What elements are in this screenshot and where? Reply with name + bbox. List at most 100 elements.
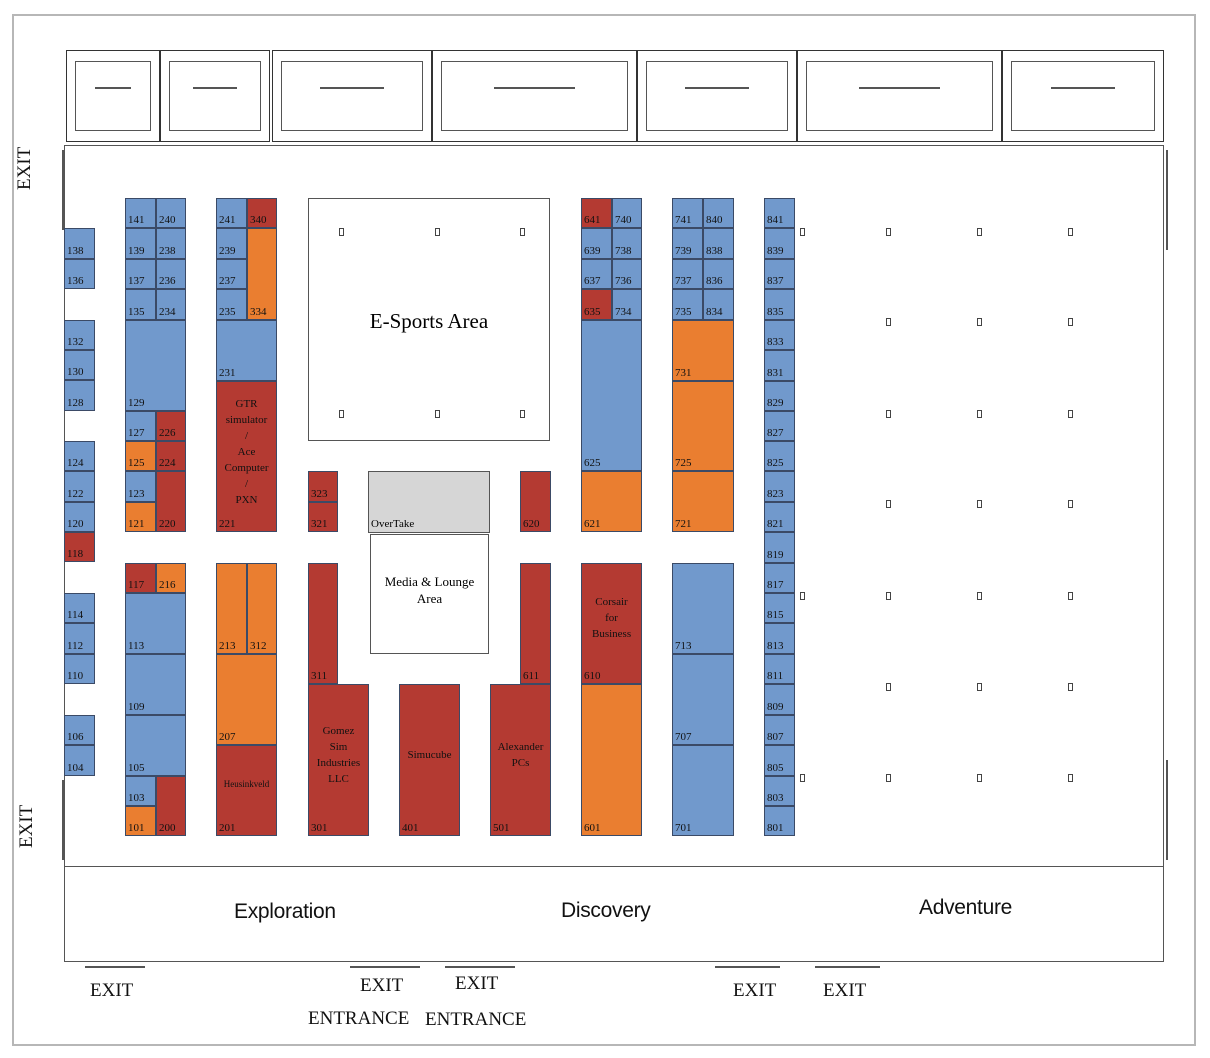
booth-121[interactable]: 121 — [125, 502, 156, 532]
booth-817[interactable]: 817 — [764, 563, 795, 593]
booth-803[interactable]: 803 — [764, 776, 795, 806]
overtake-area[interactable]: OverTake — [368, 471, 490, 533]
booth-838[interactable]: 838 — [703, 228, 734, 259]
booth-240[interactable]: 240 — [156, 198, 186, 228]
booth-137[interactable]: 137 — [125, 259, 156, 289]
booth-120[interactable]: 120 — [64, 502, 95, 532]
booth-739[interactable]: 739 — [672, 228, 703, 259]
booth-637[interactable]: 637 — [581, 259, 612, 289]
booth-805[interactable]: 805 — [764, 745, 795, 776]
booth-701[interactable]: 701 — [672, 745, 734, 836]
booth-235[interactable]: 235 — [216, 289, 247, 320]
booth-239[interactable]: 239 — [216, 228, 247, 259]
booth-110[interactable]: 110 — [64, 654, 95, 684]
booth-128[interactable]: 128 — [64, 380, 95, 411]
booth-136[interactable]: 136 — [64, 259, 95, 289]
booth-123[interactable]: 123 — [125, 471, 156, 502]
booth-736[interactable]: 736 — [612, 259, 642, 289]
booth-113[interactable]: 113 — [125, 593, 186, 654]
booth-735[interactable]: 735 — [672, 289, 703, 320]
booth-401[interactable]: Simucube 401 — [399, 684, 460, 836]
booth-707[interactable]: 707 — [672, 654, 734, 745]
booth-801[interactable]: 801 — [764, 806, 795, 836]
booth-811[interactable]: 811 — [764, 654, 795, 684]
booth-611[interactable]: 611 — [520, 563, 551, 684]
booth-139[interactable]: 139 — [125, 228, 156, 259]
booth-207[interactable]: 207 — [216, 654, 277, 745]
booth-620[interactable]: 620 — [520, 471, 551, 532]
booth-837[interactable]: 837 — [764, 259, 795, 289]
booth-236[interactable]: 236 — [156, 259, 186, 289]
booth-241[interactable]: 241 — [216, 198, 247, 228]
booth-601[interactable]: 601 — [581, 684, 642, 836]
booth-312[interactable]: 312 — [247, 563, 277, 654]
booth-117[interactable]: 117 — [125, 563, 156, 593]
booth-834[interactable]: 834 — [703, 289, 734, 320]
booth-839[interactable]: 839 — [764, 228, 795, 259]
booth-340[interactable]: 340 — [247, 198, 277, 228]
booth-109[interactable]: 109 — [125, 654, 186, 715]
booth-132[interactable]: 132 — [64, 320, 95, 350]
booth-130[interactable]: 130 — [64, 350, 95, 380]
booth-829[interactable]: 829 — [764, 381, 795, 411]
booth-835[interactable]: 835 — [764, 289, 795, 320]
booth-831[interactable]: 831 — [764, 350, 795, 381]
booth-841[interactable]: 841 — [764, 198, 795, 228]
booth-815[interactable]: 815 — [764, 593, 795, 623]
booth-129[interactable]: 129 — [125, 320, 186, 411]
booth-213[interactable]: 213 — [216, 563, 247, 654]
booth-101[interactable]: 101 — [125, 806, 156, 836]
booth-833[interactable]: 833 — [764, 320, 795, 350]
booth-114[interactable]: 114 — [64, 593, 95, 623]
booth-734[interactable]: 734 — [612, 289, 642, 320]
booth-124[interactable]: 124 — [64, 441, 95, 471]
booth-216[interactable]: 216 — [156, 563, 186, 593]
booth-819[interactable]: 819 — [764, 532, 795, 563]
booth-639[interactable]: 639 — [581, 228, 612, 259]
booth-840[interactable]: 840 — [703, 198, 734, 228]
booth-827[interactable]: 827 — [764, 411, 795, 441]
booth-311[interactable]: 311 — [308, 563, 338, 684]
booth-625[interactable]: 625 — [581, 320, 642, 471]
booth-621[interactable]: 621 — [581, 471, 642, 532]
booth-836[interactable]: 836 — [703, 259, 734, 289]
booth-138[interactable]: 138 — [64, 228, 95, 259]
booth-220[interactable]: 220 — [156, 471, 186, 532]
booth-740[interactable]: 740 — [612, 198, 642, 228]
booth-112[interactable]: 112 — [64, 623, 95, 654]
booth-231[interactable]: 231 — [216, 320, 277, 381]
booth-641[interactable]: 641 — [581, 198, 612, 228]
booth-237[interactable]: 237 — [216, 259, 247, 289]
booth-321[interactable]: 321 — [308, 502, 338, 532]
booth-226[interactable]: 226 — [156, 411, 186, 441]
booth-813[interactable]: 813 — [764, 623, 795, 654]
esports-area[interactable]: E-Sports Area — [308, 198, 550, 441]
booth-738[interactable]: 738 — [612, 228, 642, 259]
media-lounge-area[interactable]: Media & Lounge Area — [370, 534, 489, 654]
booth-200[interactable]: 200 — [156, 776, 186, 836]
booth-721[interactable]: 721 — [672, 471, 734, 532]
booth-141[interactable]: 141 — [125, 198, 156, 228]
booth-334[interactable]: 334 — [247, 228, 277, 320]
booth-135[interactable]: 135 — [125, 289, 156, 320]
booth-823[interactable]: 823 — [764, 471, 795, 502]
booth-125[interactable]: 125 — [125, 441, 156, 471]
booth-234[interactable]: 234 — [156, 289, 186, 320]
booth-105[interactable]: 105 — [125, 715, 186, 776]
booth-103[interactable]: 103 — [125, 776, 156, 806]
booth-122[interactable]: 122 — [64, 471, 95, 502]
booth-635[interactable]: 635 — [581, 289, 612, 320]
booth-825[interactable]: 825 — [764, 441, 795, 471]
booth-201[interactable]: Heusinkveld 201 — [216, 745, 277, 836]
booth-809[interactable]: 809 — [764, 684, 795, 715]
booth-821[interactable]: 821 — [764, 502, 795, 532]
booth-737[interactable]: 737 — [672, 259, 703, 289]
booth-731[interactable]: 731 — [672, 320, 734, 381]
booth-807[interactable]: 807 — [764, 715, 795, 745]
booth-127[interactable]: 127 — [125, 411, 156, 441]
booth-104[interactable]: 104 — [64, 745, 95, 776]
